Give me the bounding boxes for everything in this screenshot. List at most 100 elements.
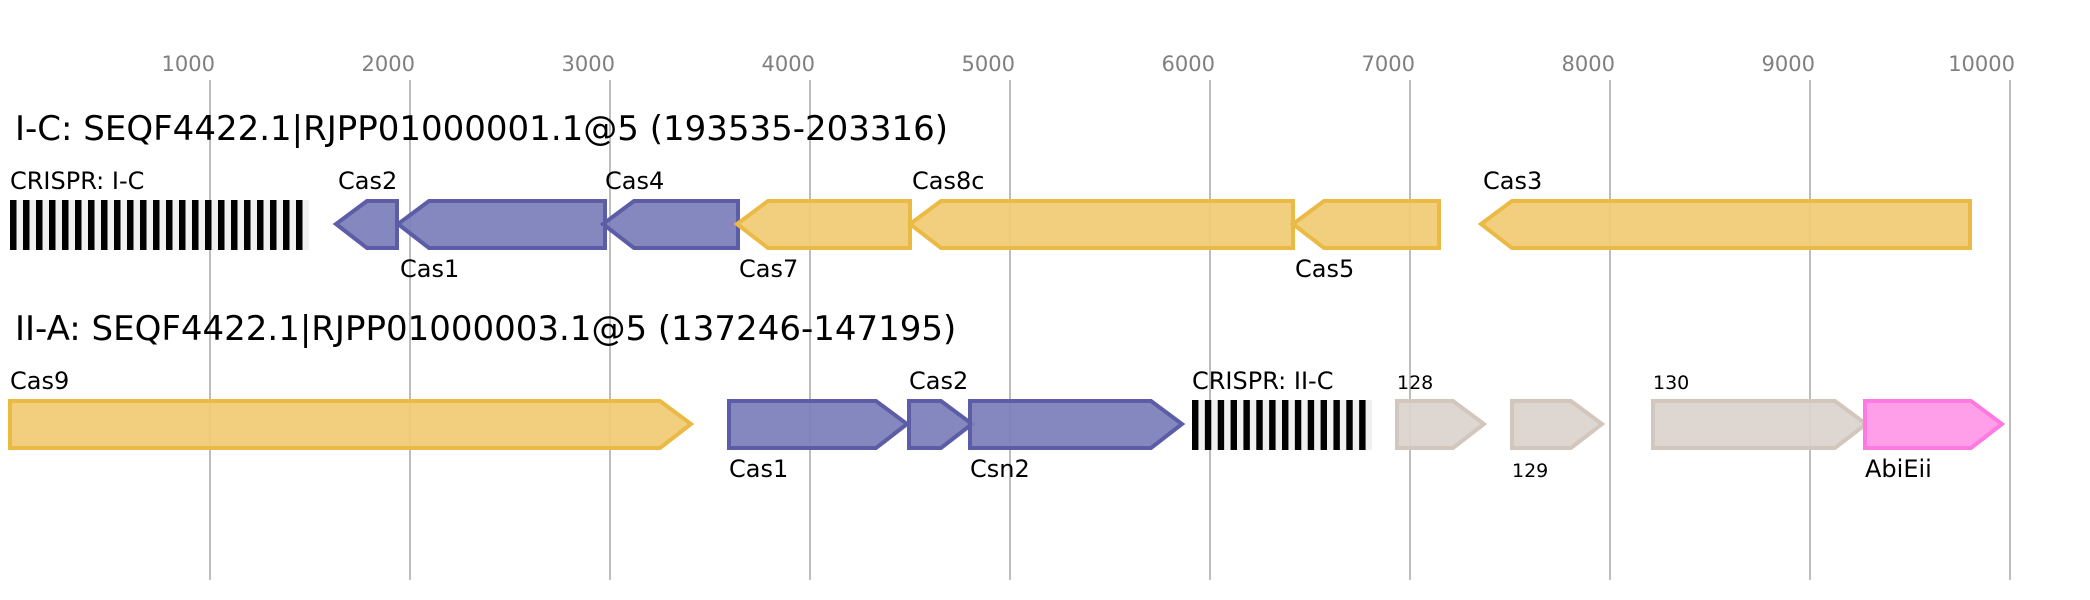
tick-label-10000: 10000 (1948, 52, 2015, 76)
locus-title: II-A: SEQF4422.1|RJPP01000003.1@5 (13724… (15, 309, 956, 349)
crispr-repeat (1346, 400, 1353, 450)
gene-cas9: Cas9 (8, 367, 695, 450)
gene-arrow (733, 199, 912, 250)
crispr-repeat (153, 200, 160, 250)
gene-arrow (1477, 199, 1972, 250)
crispr-repeat (88, 200, 95, 250)
gene-128: 128 (1395, 372, 1488, 450)
crispr-repeat (192, 200, 199, 250)
crispr-repeat (1256, 400, 1263, 450)
gene-cas1: Cas1 (727, 399, 911, 483)
feature-label: Cas2 (909, 367, 968, 395)
feature-label: Cas5 (1295, 255, 1354, 283)
crispr-repeat (244, 200, 251, 250)
feature-label: Cas1 (729, 455, 788, 483)
crispr-array: CRISPR: II-C (1192, 367, 1372, 450)
crispr-repeat (166, 200, 173, 250)
gene-arrow (907, 399, 976, 450)
tick-label-8000: 8000 (1562, 52, 1615, 76)
crispr-repeat (62, 200, 69, 250)
feature-label: Cas3 (1483, 167, 1542, 195)
tick-label-5000: 5000 (962, 52, 1015, 76)
feature-label: Csn2 (970, 455, 1030, 483)
gene-arrow (1289, 199, 1441, 250)
feature-label: CRISPR: I-C (10, 167, 144, 195)
crispr-array: CRISPR: I-C (10, 167, 309, 250)
crispr-repeat (49, 200, 56, 250)
gene-arrow (332, 199, 399, 250)
gene-abieii: AbiEii (1863, 399, 2006, 483)
gene-cas7: Cas7 (733, 199, 912, 283)
locus-1: I-C: SEQF4422.1|RJPP01000001.1@5 (193535… (10, 109, 1972, 283)
crispr-repeat (1294, 400, 1302, 450)
crispr-repeat (1217, 400, 1225, 450)
crispr-repeat (257, 200, 264, 250)
crispr-repeat (140, 200, 147, 250)
gene-130: 130 (1651, 372, 1870, 450)
crispr-repeat (1307, 400, 1315, 450)
loci: I-C: SEQF4422.1|RJPP01000001.1@5 (193535… (8, 109, 2006, 483)
gene-arrow (727, 399, 911, 450)
gene-cas3: Cas3 (1477, 167, 1972, 250)
gene-arrow (1863, 399, 2006, 450)
crispr-repeat (296, 200, 303, 250)
tick-label-4000: 4000 (762, 52, 815, 76)
x-axis: 1000 2000 3000 4000 5000 6000 7000 8000 9000 1000… (162, 52, 2015, 76)
gene-arrow (1395, 399, 1488, 450)
tick-label-2000: 2000 (362, 52, 415, 76)
feature-label: 130 (1653, 372, 1689, 394)
tick-label-9000: 9000 (1762, 52, 1815, 76)
gene-cas4: Cas4 (599, 167, 740, 250)
crispr-repeat (101, 200, 108, 250)
crispr-repeat (1359, 400, 1366, 450)
gene-cas1: Cas1 (394, 199, 607, 283)
crispr-repeat (23, 200, 30, 250)
tick-label-6000: 6000 (1162, 52, 1215, 76)
gene-arrow (906, 199, 1295, 250)
crispr-repeat (1320, 400, 1327, 450)
feature-label: Cas8c (912, 167, 984, 195)
locus-title: I-C: SEQF4422.1|RJPP01000001.1@5 (193535… (15, 109, 948, 149)
crispr-repeat (1192, 400, 1199, 450)
tick-label-1000: 1000 (162, 52, 215, 76)
feature-label: Cas9 (10, 367, 69, 395)
locus-2: II-A: SEQF4422.1|RJPP01000003.1@5 (13724… (8, 309, 2006, 483)
crispr-repeat (231, 200, 238, 250)
crispr-repeat (114, 200, 121, 250)
feature-label: Cas1 (400, 255, 459, 283)
crispr-repeat (1243, 400, 1250, 450)
gene-cas5: Cas5 (1289, 199, 1441, 283)
gene-arrow (8, 399, 695, 450)
gene-arrow (1510, 399, 1606, 450)
crispr-repeat (218, 200, 225, 250)
crispr-repeat (75, 200, 82, 250)
gene-cas2: Cas2 (907, 367, 976, 450)
crispr-repeat (1269, 400, 1276, 450)
crispr-repeat (10, 200, 17, 250)
gene-arrow (394, 199, 607, 250)
crispr-repeat (1282, 400, 1289, 450)
crispr-repeat (1333, 400, 1340, 450)
grid-layer (209, 80, 2011, 580)
feature-label: Cas2 (338, 167, 397, 195)
crispr-repeat (127, 200, 134, 250)
tick-label-3000: 3000 (562, 52, 615, 76)
gene-arrow (968, 399, 1186, 450)
crispr-repeat (205, 200, 212, 250)
feature-label: 128 (1397, 372, 1433, 394)
crispr-repeat (36, 200, 43, 250)
feature-label: CRISPR: II-C (1192, 367, 1333, 395)
gene-csn2: Csn2 (968, 399, 1186, 483)
crispr-repeat (1204, 400, 1212, 450)
feature-label: Cas7 (739, 255, 798, 283)
feature-label: AbiEii (1865, 455, 1932, 483)
feature-label: Cas4 (605, 167, 664, 195)
gene-arrow (599, 199, 740, 250)
crispr-repeat (179, 200, 186, 250)
gene-cas8c: Cas8c (906, 167, 1295, 250)
crispr-repeat (270, 200, 277, 250)
gene-cas2: Cas2 (332, 167, 399, 250)
gene-129: 129 (1510, 399, 1606, 482)
tick-label-7000: 7000 (1362, 52, 1415, 76)
